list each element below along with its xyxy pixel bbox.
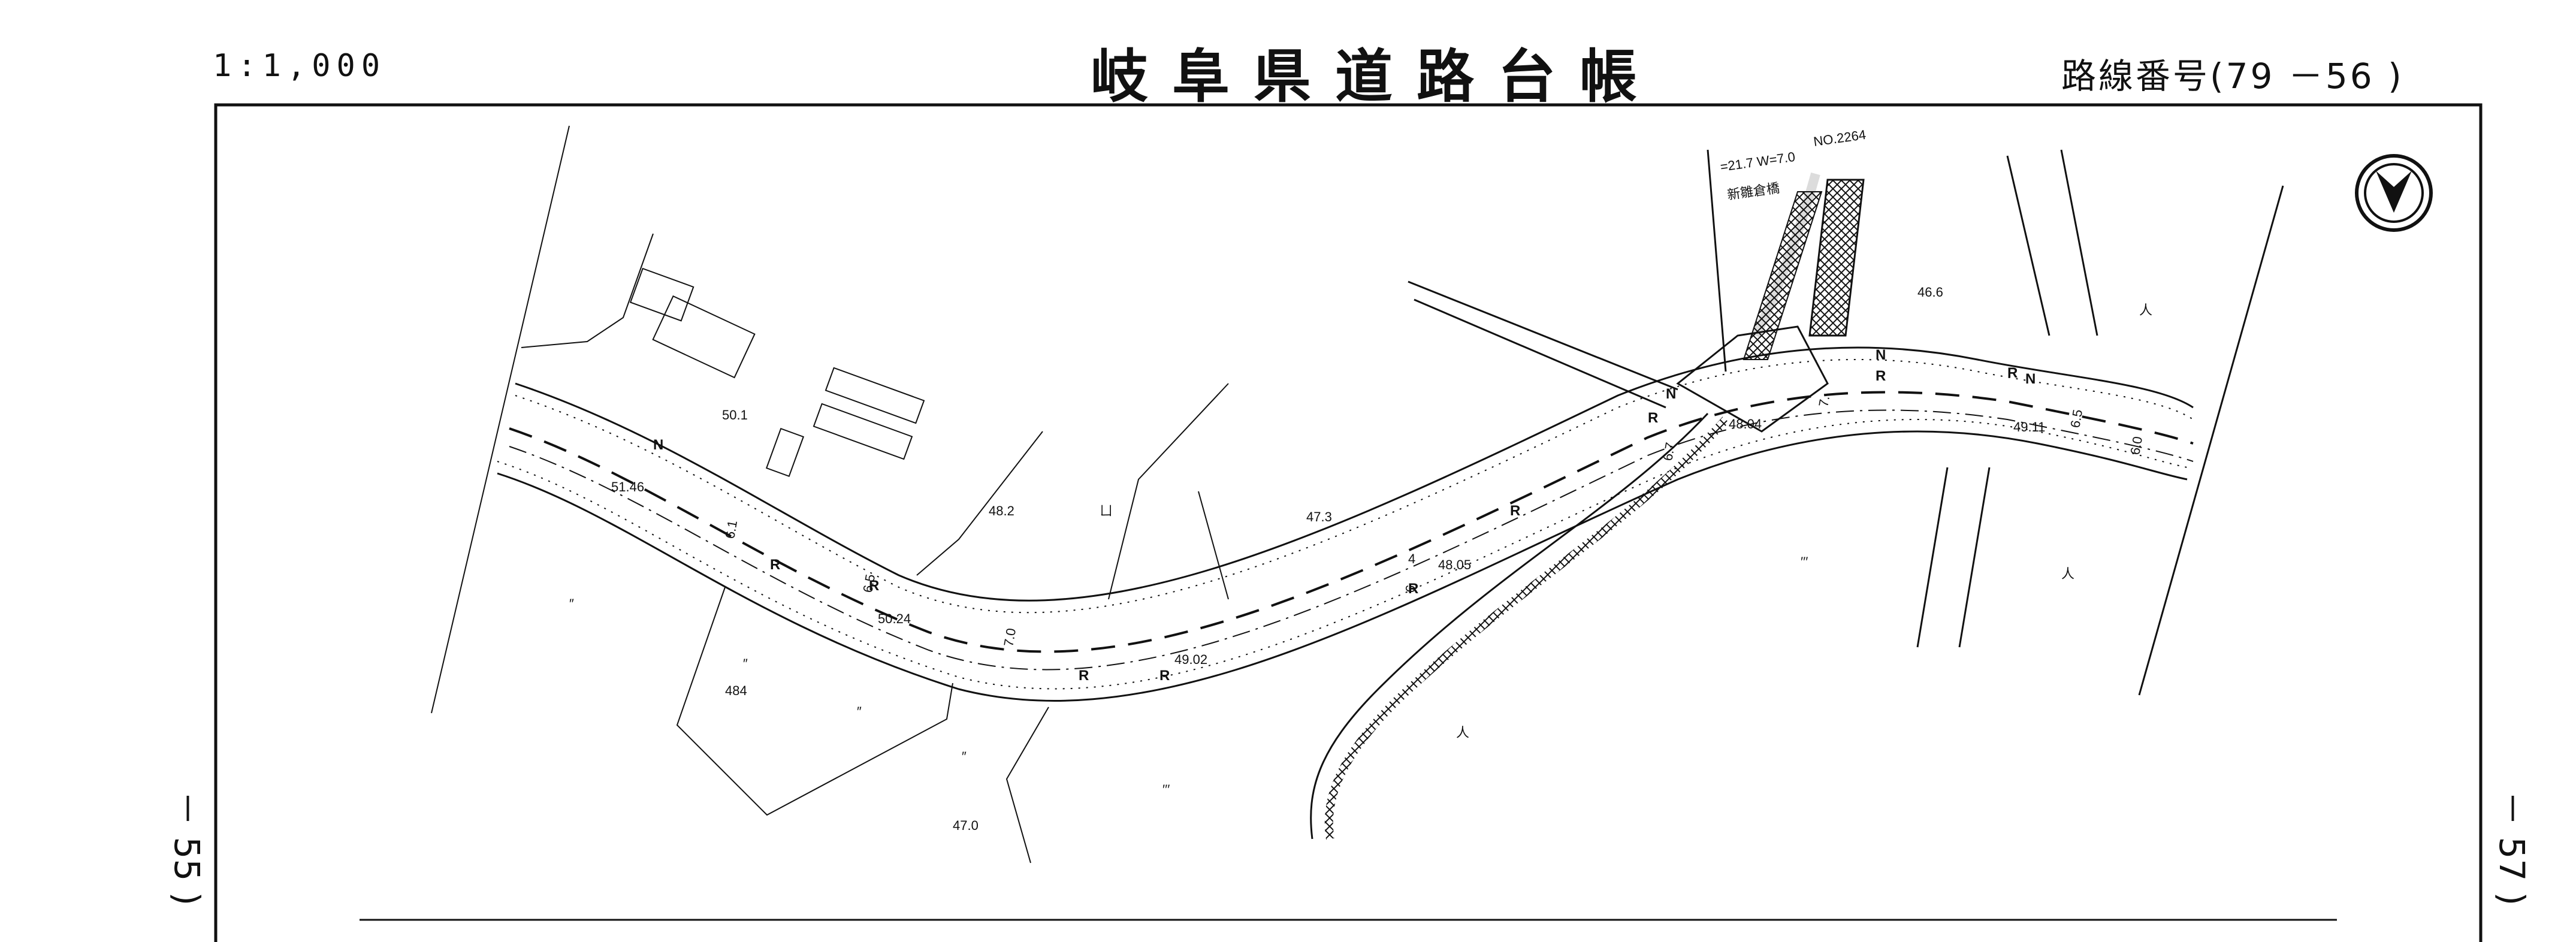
elevation-label: 49.02 (1174, 652, 1207, 667)
elevation-label: 51.46 (611, 479, 644, 494)
r-marker: R (1408, 581, 1418, 597)
crossroad-north (2006, 149, 2098, 336)
field-symbol: ′′′ (1162, 782, 1170, 797)
elevation-label: 47.3 (1306, 509, 1332, 524)
paddy-symbol: ″ (569, 596, 574, 611)
bridge-name: 新雛倉橋 (1726, 180, 1781, 203)
elevation-label: 47.0 (953, 818, 979, 833)
road-centerline (509, 391, 2194, 653)
r-marker: R (1510, 503, 1520, 519)
n-marker: N (1876, 347, 1886, 363)
width-label: 6.5 (860, 573, 878, 593)
map-frame (214, 103, 2483, 942)
right-sheet-ref: － 57 ) (2492, 791, 2532, 906)
elevation-label: 50.1 (722, 407, 748, 422)
paddy-symbol: ″ (743, 656, 748, 671)
road-slope-north (515, 359, 2194, 614)
width-label: 6.5 (2067, 408, 2085, 428)
r-marker: R (2007, 365, 2018, 381)
width-label: 4 (1408, 551, 1415, 566)
elevation-label: 48.2 (989, 503, 1014, 518)
elevation-label: 48.04 (1729, 416, 1762, 431)
header: 1:1,000 岐阜県道路台帳 路線番号(79 －56 ) (0, 0, 2576, 110)
width-label: 6 (1402, 584, 1418, 593)
orchard-symbol: ㄩ (1100, 503, 1113, 518)
forest-symbol: 人 (1456, 725, 1469, 740)
width-label: 6.1 (722, 519, 740, 539)
paddy-symbol: ″ (962, 749, 967, 764)
river-channel (1808, 179, 1865, 337)
north-arrow-icon (2355, 154, 2433, 232)
left-sheet-ref: － 55 ) (167, 791, 207, 906)
r-marker: R (1648, 410, 1658, 426)
elevation-label: 46.6 (1917, 285, 1943, 300)
road-lane-line (509, 409, 2194, 671)
width-label: 6.0 (2127, 435, 2145, 455)
winding-road-b (1324, 416, 1729, 840)
parcel-lines (431, 125, 1229, 864)
elevation-label: 50.24 (878, 611, 911, 626)
r-marker: R (1876, 368, 1886, 384)
elevation-label: 484 (725, 683, 747, 698)
n-marker: N (1666, 386, 1676, 402)
width-label: 6.7 (1660, 441, 1678, 461)
road-edge-north (515, 346, 2194, 602)
crossroad-south (1916, 467, 1991, 648)
width-label: 7. (1816, 394, 1832, 407)
elevation-label: 49.11 (2013, 419, 2045, 434)
scale-label: 1:1,000 (213, 48, 386, 84)
page-title: 岐阜県道路台帳 (1091, 43, 1661, 110)
r-marker: R (1159, 668, 1170, 684)
right-boundary (2138, 185, 2284, 696)
r-marker: R (869, 578, 879, 594)
winding-road (1310, 412, 1709, 840)
elevation-label: 48.05 (1438, 557, 1471, 572)
road-slope-south (497, 419, 2188, 690)
side-road (1408, 280, 1678, 409)
forest-symbol: 人 (2061, 566, 2074, 581)
field-symbol: ′′′ (1801, 554, 1808, 569)
route-number: 路線番号(79 －56 ) (2061, 56, 2404, 96)
paddy-symbol: ″ (857, 704, 862, 719)
bridge-structure (1676, 149, 1829, 433)
bridge-dimensions: =21.7 W=7.0 (1719, 149, 1796, 174)
n-marker: N (653, 437, 663, 453)
r-marker: R (1079, 668, 1089, 684)
river-channel-2 (1743, 191, 1823, 360)
n-marker: N (2025, 371, 2036, 387)
road-edge-south (497, 430, 2188, 702)
forest-symbol: 人 (2139, 303, 2152, 318)
bridge-number: NO.2264 (1813, 127, 1867, 149)
r-marker: R (770, 557, 780, 573)
width-label: 7.0 (1001, 627, 1019, 647)
